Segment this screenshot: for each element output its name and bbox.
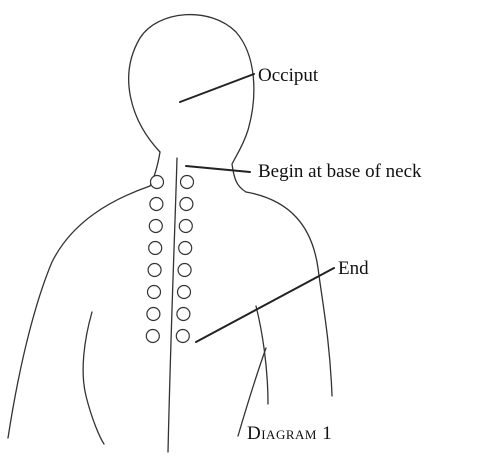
treatment-point (178, 264, 191, 277)
spine-line (168, 158, 177, 452)
treatment-point (179, 242, 192, 255)
label-end: End (338, 259, 369, 278)
treatment-point (150, 198, 163, 211)
right-arm-inner-outline (256, 306, 268, 404)
treatment-point (179, 220, 192, 233)
begin-leader (186, 166, 250, 172)
treatment-point (181, 176, 194, 189)
treatment-point (177, 308, 190, 321)
end-leader (196, 268, 334, 342)
treatment-point (149, 242, 162, 255)
label-occiput: Occiput (258, 66, 318, 85)
treatment-point (178, 286, 191, 299)
diagram-caption: Diagram 1 (247, 424, 332, 443)
treatment-point (148, 264, 161, 277)
treatment-point (180, 198, 193, 211)
treatment-point (151, 176, 164, 189)
right-shoulder-outline (246, 192, 332, 396)
occiput-leader (180, 74, 254, 102)
treatment-point (176, 330, 189, 343)
treatment-point (146, 330, 159, 343)
left-shoulder-outline (8, 186, 150, 438)
label-begin-at-base-of-neck: Begin at base of neck (258, 162, 422, 181)
treatment-point (149, 220, 162, 233)
left-torso-outline (83, 312, 104, 444)
treatment-point (147, 308, 160, 321)
head-outline (129, 15, 254, 192)
treatment-points (146, 176, 193, 343)
treatment-point (148, 286, 161, 299)
